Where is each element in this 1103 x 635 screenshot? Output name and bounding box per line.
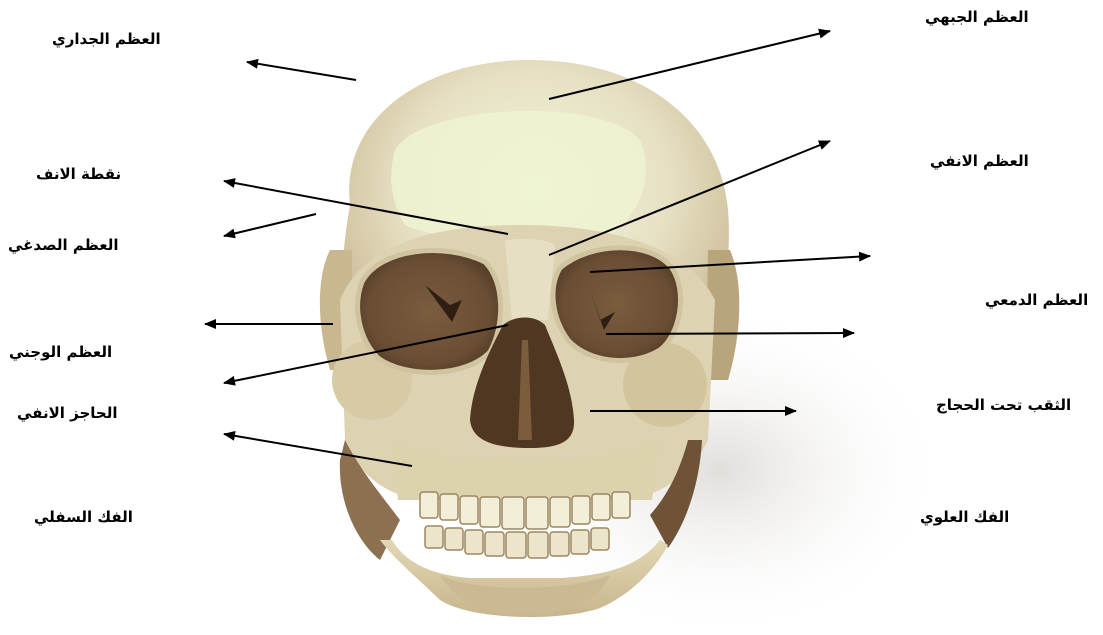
orbit-left bbox=[358, 251, 501, 373]
label-frontal-bone: العظم الجبهي bbox=[925, 8, 1029, 26]
orbit-right bbox=[553, 248, 680, 361]
arrow-parietal bbox=[247, 62, 356, 80]
label-nasal-septum: الحاجز الانفي bbox=[17, 404, 118, 422]
arrow-temporal bbox=[224, 214, 316, 236]
label-zygomatic-bone: العظم الوجني bbox=[9, 343, 112, 361]
label-nasion: نقطة الانف bbox=[36, 165, 121, 183]
frontal-highlight bbox=[391, 111, 646, 242]
label-parietal-bone: العظم الجداري bbox=[52, 30, 161, 48]
label-maxilla: الفك العلوي bbox=[920, 508, 1009, 526]
arrow-frontal bbox=[549, 31, 830, 99]
label-temporal-bone: العظم الصدغي bbox=[8, 236, 118, 254]
nasal-bridge bbox=[505, 239, 555, 320]
label-infraorbital-foramen: الثقب تحت الحجاج bbox=[936, 396, 1071, 414]
arrow-infraorbital bbox=[606, 333, 854, 334]
label-nasal-bone: العظم الانفي bbox=[930, 152, 1029, 170]
label-lacrimal-bone: العظم الدمعي bbox=[985, 291, 1088, 309]
label-mandible: الفك السفلي bbox=[34, 508, 133, 526]
